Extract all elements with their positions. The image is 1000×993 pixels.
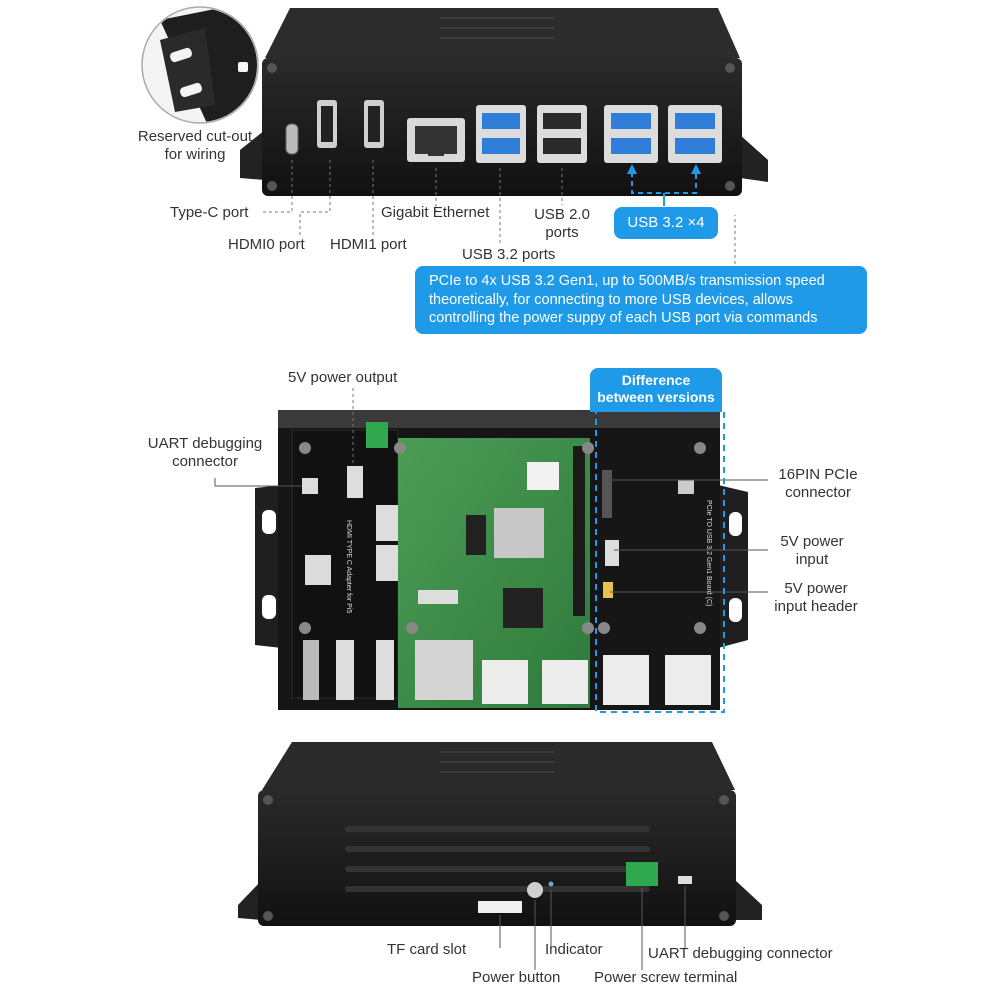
bottom-case-rear (238, 742, 762, 926)
label-pcie16: 16PIN PCIe connector (778, 466, 858, 501)
indicator-icon (548, 881, 554, 887)
usb32-x4-badge: USB 3.2 ×4 (614, 207, 718, 239)
label-power-button: Power button (472, 969, 561, 986)
usb32-bracket (631, 172, 697, 206)
label-power-header: 5V power input header (774, 580, 858, 615)
label-hdmi1: HDMI1 port (330, 236, 407, 253)
label-indicator: Indicator (545, 941, 603, 958)
label-ethernet: Gigabit Ethernet (381, 204, 490, 221)
middle-open-case (255, 410, 748, 710)
board-text-left: HDMI TYPE C Adapter for Pi5 (345, 520, 352, 614)
right-bracket (740, 135, 768, 182)
soc-chip (494, 508, 544, 558)
power-button-icon (527, 882, 543, 898)
type-c-port-icon (285, 123, 299, 155)
label-tf-card: TF card slot (387, 941, 467, 958)
power-input-header-icon (603, 582, 613, 598)
label-power-input: 5V power input (780, 533, 844, 568)
left-bracket (240, 130, 265, 180)
label-power-output: 5V power output (288, 369, 398, 386)
case-top (265, 8, 740, 58)
label-screw-terminal: Power screw terminal (594, 969, 738, 986)
power-output-header-icon (347, 466, 363, 498)
power-input-icon (605, 540, 619, 566)
uart-port-icon (678, 876, 692, 884)
power-screw-terminal-icon (626, 862, 658, 886)
label-usb20-ports: USB 2.0 ports (534, 206, 590, 241)
label-cutout: Reserved cut-out for wiring (137, 128, 253, 163)
pcie-note-box: PCIe to 4x USB 3.2 Gen1, up to 500MB/s t… (415, 266, 867, 334)
cutout-inset (141, 6, 259, 124)
pcie-16pin-icon (602, 470, 612, 518)
tf-card-slot-icon (478, 901, 522, 913)
label-uart-conn: UART debugging connector (648, 945, 833, 962)
label-type-c: Type-C port (170, 204, 249, 221)
leader-lines (214, 160, 768, 970)
green-terminal-icon (366, 422, 388, 448)
difference-frame (595, 408, 725, 713)
uart-connector-icon (302, 478, 318, 494)
label-usb32-ports: USB 3.2 ports (462, 246, 556, 263)
board-text-right: PCIe TO USB 3.2 Gen1 Board (C) (705, 500, 712, 607)
top-case-front (240, 8, 768, 196)
label-hdmi0: HDMI0 port (228, 236, 305, 253)
label-uart: UART debugging connector (147, 435, 263, 470)
difference-badge: Difference between versions (590, 368, 722, 412)
